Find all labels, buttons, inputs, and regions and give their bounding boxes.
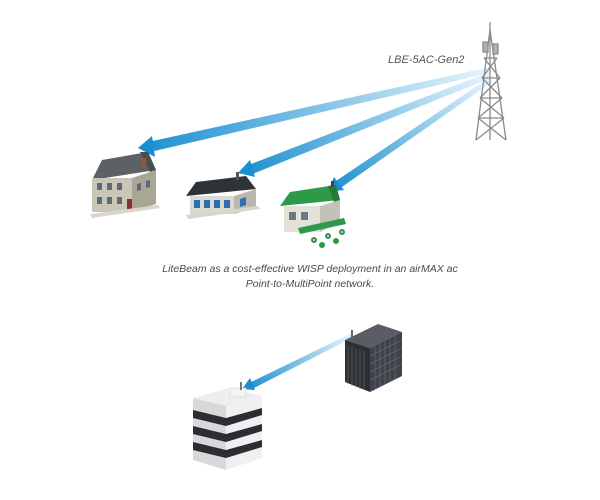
- radio-tower-icon: [475, 22, 507, 141]
- ranch-house-icon: [186, 172, 260, 219]
- caption-line-2: Point-to-MultiPoint network.: [245, 278, 375, 290]
- house-icon: [90, 152, 160, 218]
- cafe-building-icon: [280, 181, 346, 248]
- office-building-icon: [193, 382, 262, 470]
- beam-to-cafe: [328, 78, 492, 192]
- beam-to-house: [138, 67, 490, 157]
- diagram-caption: LiteBeam as a cost-effective WISP deploy…: [120, 262, 500, 292]
- device-label: LBE-5AC-Gen2: [388, 54, 465, 66]
- dark-office-tower-icon: [345, 324, 403, 392]
- beam-to-office: [242, 333, 354, 390]
- beam-to-ranch-house: [238, 72, 491, 177]
- caption-line-1: LiteBeam as a cost-effective WISP deploy…: [162, 263, 458, 275]
